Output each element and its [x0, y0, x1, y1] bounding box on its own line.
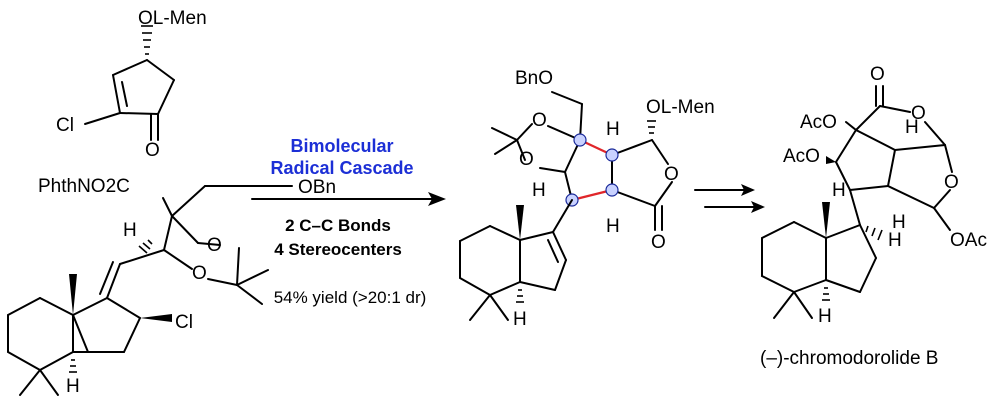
final-ring-o: O: [944, 172, 959, 193]
chloro-label: Cl: [56, 115, 74, 136]
product-h3: H: [606, 216, 620, 237]
stereocenters-formed: 4 Stereocenters: [274, 240, 402, 259]
product-h2: H: [532, 180, 546, 201]
h-label: H: [123, 220, 137, 241]
ester-label: PhthNO2C: [38, 176, 130, 197]
bonds-formed: 2 C–C Bonds: [285, 216, 391, 235]
oac-label: OAc: [950, 230, 987, 251]
product-olmen: OL-Men: [646, 97, 715, 118]
final-lactone-o: O: [911, 103, 926, 124]
final-h4: H: [888, 230, 902, 251]
acetonide-o2: O: [192, 263, 207, 284]
cl-label: Cl: [175, 312, 193, 333]
final-h2: H: [832, 180, 846, 201]
acetonide-o1: O: [207, 235, 222, 256]
product-o1: O: [532, 110, 547, 131]
aco-label-2: AcO: [783, 146, 820, 167]
bno-label: BnO: [515, 68, 553, 89]
cascade-arrow: Bimolecular Radical Cascade 2 C–C Bonds …: [251, 136, 446, 307]
final-carbonyl-o: O: [870, 64, 885, 85]
compound-name: (–)-chromodorolide B: [760, 348, 938, 369]
butenolide-reagent: OL-Men Cl O: [56, 8, 207, 161]
obn-label: OBn: [298, 177, 336, 198]
yield-text: 54% yield (>20:1 dr): [274, 288, 427, 307]
product-carbonyl-o: O: [651, 232, 666, 253]
product-o2: O: [519, 149, 534, 170]
hydrindane-reagent: PhthNO2C OBn O O H Cl: [7, 176, 336, 397]
cascade-line2: Radical Cascade: [270, 158, 413, 178]
cascade-product: BnO OL-Men O O O O H H: [459, 68, 715, 330]
olmen-label: OL-Men: [138, 8, 207, 29]
product-ring-o: O: [664, 164, 679, 185]
final-h3: H: [892, 212, 906, 233]
carbonyl-o-label: O: [145, 140, 160, 161]
product-h4: H: [513, 309, 527, 330]
product-h1: H: [606, 119, 620, 140]
stereocenter-dot: [605, 183, 619, 197]
multistep-arrow: [694, 184, 765, 213]
final-h1: H: [905, 117, 919, 138]
final-h5: H: [818, 306, 832, 327]
stereocenter-dot: [605, 148, 619, 162]
chromodorolide-b: O O O AcO AcO OAc H H H: [760, 64, 987, 369]
ring-fusion-h: H: [66, 376, 80, 397]
stereocenter-dot: [573, 133, 587, 147]
cascade-line1: Bimolecular: [290, 136, 393, 156]
aco-label-1: AcO: [800, 112, 837, 133]
